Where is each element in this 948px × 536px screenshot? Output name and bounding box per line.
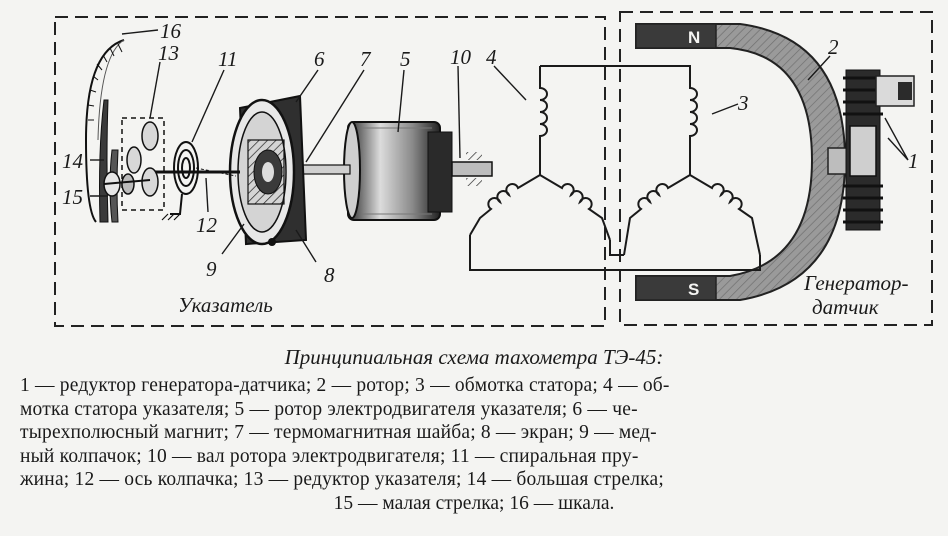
- indicator-section-label: Указатель: [178, 293, 273, 317]
- label-11: 11: [218, 47, 237, 71]
- caption-line-2: мотка статора указателя; 5 — ротор элект…: [20, 398, 638, 420]
- magnet-assembly: [228, 94, 308, 246]
- label-10: 10: [450, 45, 472, 69]
- leader-lines: [90, 29, 909, 263]
- caption-line-3: тырехполюсный магнит; 7 — термомагнитная…: [20, 422, 657, 443]
- label-4: 4: [486, 45, 497, 69]
- generator-section-label-line2: датчик: [812, 295, 879, 319]
- large-pointer: [99, 99, 109, 223]
- part-number-labels: 1 2 3 4 5 10 7 6 8 9 11 12 13 14 15 16: [62, 19, 919, 287]
- schematic-drawing: N S: [54, 11, 933, 327]
- label-13: 13: [158, 41, 179, 65]
- caption-line-5: жина; 12 — ось колпачка; 13 — редуктор у…: [20, 469, 664, 490]
- rotor-horseshoe: N S: [635, 23, 847, 301]
- caption-line-1: 1 — редуктор генератора-датчика; 2 — рот…: [20, 375, 670, 396]
- scale-dial: [84, 39, 125, 223]
- indicator-reducer: [121, 117, 165, 211]
- north-pole-label: N: [688, 28, 700, 47]
- label-2: 2: [828, 35, 839, 59]
- caption-line-6: 15 — малая стрелка; 16 — шкала.: [333, 492, 615, 514]
- motor-rotor: [343, 121, 453, 221]
- indicator-frame: [54, 16, 606, 327]
- label-6: 6: [314, 47, 325, 71]
- generator-gear: [827, 69, 915, 231]
- caption-body: 1 — редуктор генератора-датчика; 2 — рот…: [20, 374, 928, 492]
- label-3: 3: [737, 91, 749, 115]
- connecting-wires: [469, 65, 761, 271]
- pointer-hub: [103, 171, 151, 197]
- label-9: 9: [206, 257, 217, 281]
- label-1: 1: [908, 149, 919, 173]
- label-12: 12: [196, 213, 218, 237]
- indicator-stator-winding: [469, 66, 611, 241]
- label-16: 16: [160, 19, 182, 43]
- caption-line-4: ный колпачок; 10 — вал ротора электродви…: [20, 445, 639, 467]
- south-pole-label: S: [688, 280, 699, 299]
- cap-axle: [150, 167, 240, 177]
- spiral-spring: [161, 141, 199, 221]
- generator-frame: [619, 11, 933, 326]
- label-7: 7: [360, 47, 372, 71]
- figure-caption: Принципиальная схема тахометра ТЭ-45: 1 …: [20, 345, 928, 515]
- caption-title: Принципиальная схема тахометра ТЭ-45:: [284, 345, 664, 369]
- generator-section-label-line1: Генератор-: [803, 271, 909, 295]
- label-5: 5: [400, 47, 411, 71]
- label-14: 14: [62, 149, 84, 173]
- label-15: 15: [62, 185, 83, 209]
- generator-stator-winding: [623, 85, 761, 256]
- label-8: 8: [324, 263, 335, 287]
